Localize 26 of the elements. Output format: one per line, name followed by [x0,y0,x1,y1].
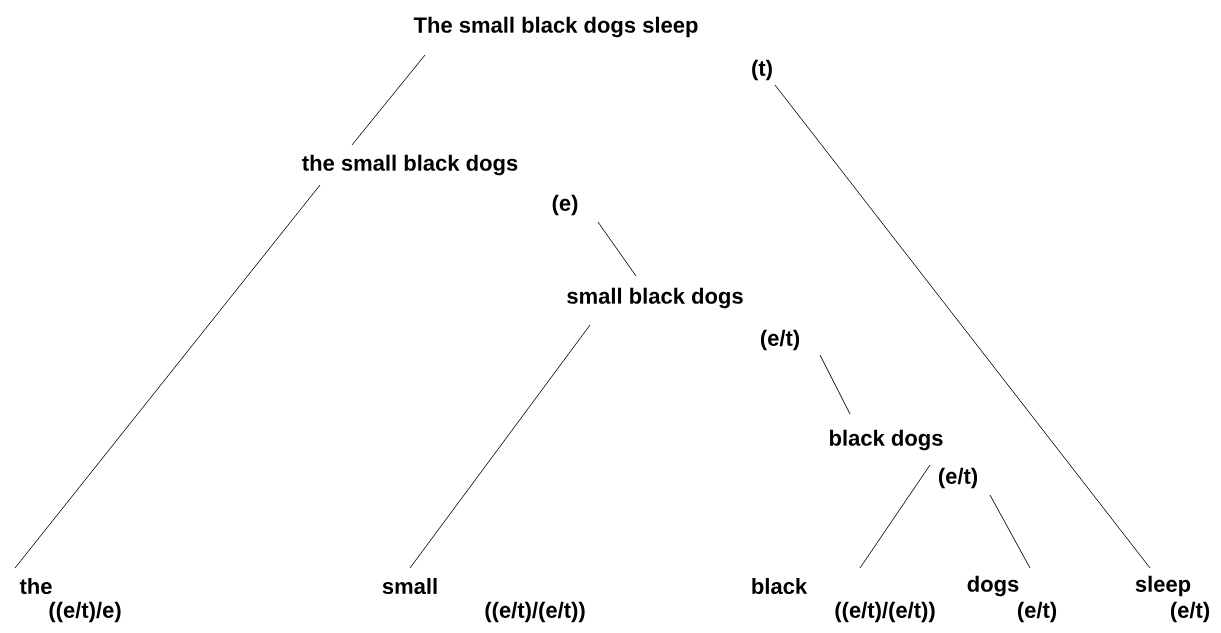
type-label: (t) [752,59,772,81]
phrase-label: the [19,577,52,595]
tree-branch [819,354,851,415]
type-label: ((e/t)/(e/t)) [485,601,585,623]
tree-branch [409,324,591,569]
phrase-label: small black dogs [567,287,743,309]
tree-branch [351,54,426,146]
phrase-label: black [752,577,808,595]
type-label: (e) [552,194,578,216]
tree-branch [597,221,637,277]
type-label: (e/t) [938,467,978,489]
tree-branch [859,464,931,569]
phrase-label: The small black dogs sleep [413,16,698,38]
tree-branch [774,84,1151,569]
phrase-label: small [382,577,437,595]
type-label: (e/t) [760,329,800,351]
phrase-label: black dogs [830,429,943,451]
phrase-label: the small black dogs [302,154,518,176]
phrase-label: dogs [967,575,1019,597]
tree-branch [14,184,321,569]
type-label: ((e/t)/e) [49,601,121,623]
tree-branch [989,494,1031,569]
type-label: (e/t) [1170,601,1210,623]
type-label: ((e/t)/(e/t)) [835,601,935,623]
type-label: (e/t) [1017,601,1057,623]
phrase-label: sleep [1135,575,1191,597]
